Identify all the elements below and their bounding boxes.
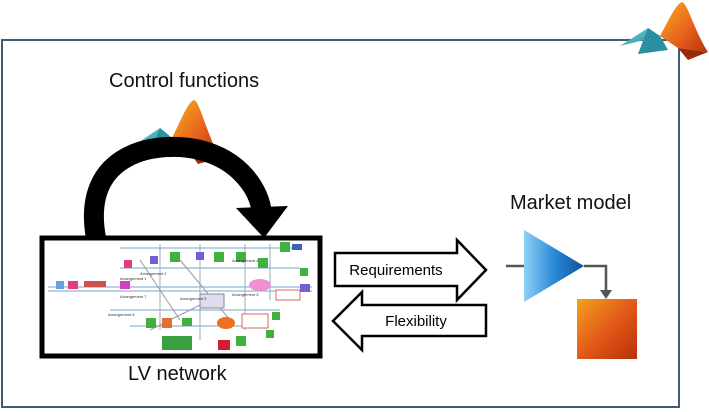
lv-network-label: LV network — [128, 363, 227, 385]
network-label: Arrangement 3 — [232, 292, 259, 297]
network-label: Arrangement 5 — [180, 296, 207, 301]
market-model-diagram — [506, 230, 637, 359]
gain-block-icon — [524, 230, 584, 302]
network-label: Arrangement 6 — [108, 312, 135, 317]
network-label: Arrangement 4 — [232, 258, 259, 263]
matlab-logo-icon — [620, 2, 708, 60]
network-label: Arrangement 1 — [120, 276, 147, 281]
lv-network-box: Arrangement 1 Arrangement 2 Arrangement … — [39, 235, 323, 359]
requirements-label: Requirements — [349, 262, 442, 279]
lv-network-schematic: Arrangement 1 Arrangement 2 Arrangement … — [48, 242, 312, 350]
requirements-arrow: Requirements — [333, 236, 488, 304]
market-model-label: Market model — [510, 192, 632, 214]
network-label: Arrangement 2 — [140, 271, 167, 276]
subsystem-block-icon — [577, 299, 637, 359]
network-label: Arrangement 7 — [120, 294, 147, 299]
flexibility-label: Flexibility — [385, 313, 447, 330]
control-loop-arrow — [84, 136, 288, 240]
flexibility-arrow: Flexibility — [331, 288, 488, 354]
matlab-environment-frame — [1, 39, 680, 408]
control-functions-label: Control functions — [109, 70, 260, 92]
